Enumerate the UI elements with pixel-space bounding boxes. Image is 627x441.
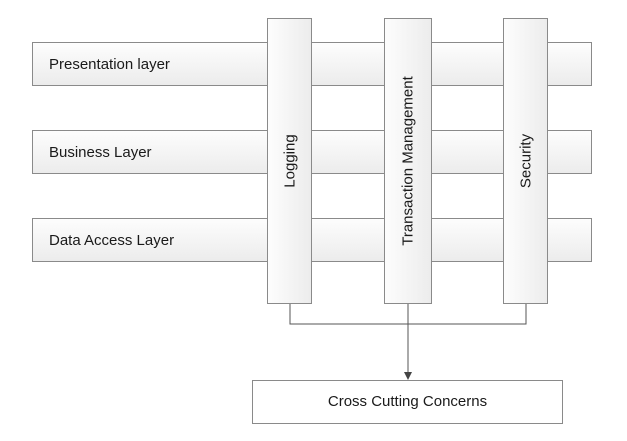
arrow-head <box>404 372 412 380</box>
cross-cutting-concerns-label: Cross Cutting Concerns <box>327 393 488 410</box>
presentation-layer-box: Presentation layer <box>32 42 592 86</box>
cross-cutting-concerns-box: Cross Cutting Concerns <box>252 380 563 424</box>
data-access-layer-label: Data Access Layer <box>49 232 175 249</box>
business-layer-label: Business Layer <box>49 144 152 161</box>
data-access-layer-box: Data Access Layer <box>32 218 592 262</box>
transaction-management-bar: Transaction Management <box>384 18 432 304</box>
presentation-layer-label: Presentation layer <box>49 56 170 73</box>
security-bar: Security <box>503 18 548 304</box>
business-layer-box: Business Layer <box>32 130 592 174</box>
logging-bar: Logging <box>267 18 312 304</box>
